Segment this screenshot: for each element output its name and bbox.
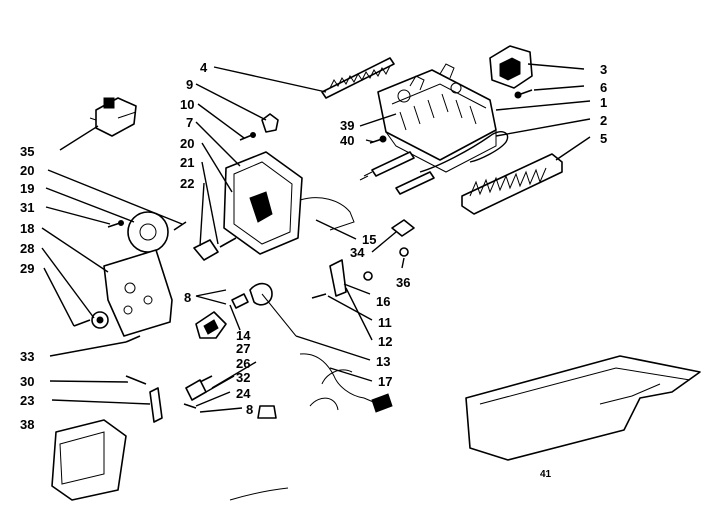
part-32-switch bbox=[185, 379, 207, 401]
part-19-motor bbox=[127, 211, 169, 253]
part-34-bracket bbox=[391, 219, 415, 237]
callout-27: 27 bbox=[236, 341, 250, 356]
part-7-housing bbox=[223, 151, 355, 255]
part-21-screw bbox=[219, 237, 237, 248]
callout-19: 19 bbox=[20, 181, 34, 196]
part-5-stripper bbox=[461, 153, 563, 215]
callout-18: 18 bbox=[20, 221, 34, 236]
part-36-nut bbox=[399, 247, 409, 257]
part-6-screw bbox=[514, 89, 533, 99]
callout-13: 13 bbox=[376, 354, 390, 369]
part-33-screw bbox=[125, 335, 141, 343]
part-14-clip bbox=[231, 293, 249, 309]
leader-lines bbox=[41, 63, 591, 413]
callout-38: 38 bbox=[20, 417, 34, 432]
part-35-water-valve bbox=[89, 97, 137, 137]
callout-20a: 20 bbox=[20, 163, 34, 178]
callout-3: 3 bbox=[600, 62, 607, 77]
part-13-lever bbox=[249, 282, 297, 337]
scan-artifact-line bbox=[229, 487, 289, 501]
part-22-switch bbox=[193, 239, 219, 261]
part-23-bracket bbox=[149, 387, 163, 423]
part-30-pin bbox=[125, 375, 147, 385]
callout-34: 34 bbox=[350, 245, 365, 260]
part-20-screw bbox=[173, 221, 187, 231]
callout-1: 1 bbox=[600, 95, 607, 110]
callout-14: 14 bbox=[236, 328, 251, 343]
part-40-screw bbox=[369, 135, 387, 144]
callout-28: 28 bbox=[20, 241, 34, 256]
callout-15: 15 bbox=[362, 232, 376, 247]
part-18-mounting-plate bbox=[103, 249, 173, 337]
part-31-screw bbox=[107, 220, 124, 228]
callout-8b: 8 bbox=[246, 402, 253, 417]
callout-8a: 8 bbox=[184, 290, 191, 305]
part-3-cover bbox=[489, 45, 533, 89]
callout-31: 31 bbox=[20, 200, 34, 215]
callout-10: 10 bbox=[180, 97, 194, 112]
callout-labels: 4 3 6 1 2 5 9 10 7 20 21 22 39 40 35 20 … bbox=[20, 60, 607, 480]
callout-17: 17 bbox=[378, 374, 392, 389]
callout-39: 39 bbox=[340, 118, 354, 133]
callout-9: 9 bbox=[186, 77, 193, 92]
part-29-screw bbox=[73, 319, 91, 327]
part-2-heater bbox=[419, 131, 509, 173]
callout-32: 32 bbox=[236, 370, 250, 385]
callout-21: 21 bbox=[180, 155, 194, 170]
part-38-cover bbox=[51, 419, 127, 501]
part-12-arm bbox=[329, 259, 347, 297]
part-10-screw bbox=[239, 132, 256, 141]
callout-26: 26 bbox=[236, 356, 250, 371]
part-4-ejector-strip bbox=[321, 57, 395, 99]
callout-20b: 20 bbox=[180, 136, 194, 151]
callout-6: 6 bbox=[600, 80, 607, 95]
part-1-ice-mold bbox=[377, 63, 497, 173]
part-28-gear bbox=[91, 311, 109, 329]
callout-16: 16 bbox=[376, 294, 390, 309]
callout-22: 22 bbox=[180, 176, 194, 191]
callout-33: 33 bbox=[20, 349, 34, 364]
callout-24: 24 bbox=[236, 386, 251, 401]
callout-12: 12 bbox=[378, 334, 392, 349]
part-24-screw bbox=[183, 403, 197, 409]
callout-40: 40 bbox=[340, 133, 354, 148]
part-36b-nut bbox=[363, 271, 373, 281]
part-26-screw bbox=[199, 375, 213, 383]
part-41-ice-bucket bbox=[465, 355, 701, 461]
callout-36: 36 bbox=[396, 275, 410, 290]
part-17-harness bbox=[299, 353, 393, 413]
callout-11: 11 bbox=[378, 315, 392, 330]
callout-41: 41 bbox=[540, 469, 552, 480]
part-16-screw bbox=[311, 293, 327, 299]
callout-30: 30 bbox=[20, 374, 34, 389]
callout-4: 4 bbox=[200, 60, 208, 75]
callout-29: 29 bbox=[20, 261, 34, 276]
callout-23: 23 bbox=[20, 393, 34, 408]
part-8-nut bbox=[257, 405, 277, 419]
callout-2: 2 bbox=[600, 113, 607, 128]
part-39-shaft bbox=[359, 151, 435, 195]
callout-35: 35 bbox=[20, 144, 34, 159]
callout-7: 7 bbox=[186, 115, 193, 130]
callout-5: 5 bbox=[600, 131, 607, 146]
part-9-cam bbox=[261, 113, 279, 133]
part-27-thermostat bbox=[195, 311, 227, 339]
